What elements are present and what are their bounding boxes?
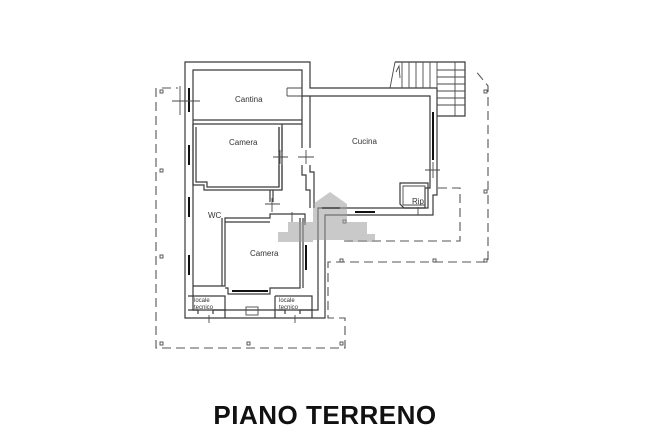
- room-label-locale-tecnico-left-line2: tecnico: [194, 305, 214, 311]
- room-label-locale-tecnico-right-line1: locale: [279, 298, 295, 304]
- room-label-wc: WC: [208, 211, 222, 220]
- door-markers: [172, 86, 440, 323]
- room-label-cantina: Cantina: [235, 95, 263, 104]
- room-label-camera-upper: Camera: [229, 138, 258, 147]
- room-label-camera-lower: Camera: [250, 249, 279, 258]
- property-boundary: [155, 69, 489, 349]
- room-label-rip: Rip.: [412, 197, 426, 206]
- room-label-locale-tecnico-left-line1: locale: [194, 298, 210, 304]
- building-walls: [184, 61, 466, 319]
- room-label-locale-tecnico-right-line2: tecnico: [279, 305, 299, 311]
- room-label-cucina: Cucina: [352, 137, 377, 146]
- floor-title: PIANO TERRENO: [213, 400, 437, 430]
- watermark-logo: [278, 192, 375, 242]
